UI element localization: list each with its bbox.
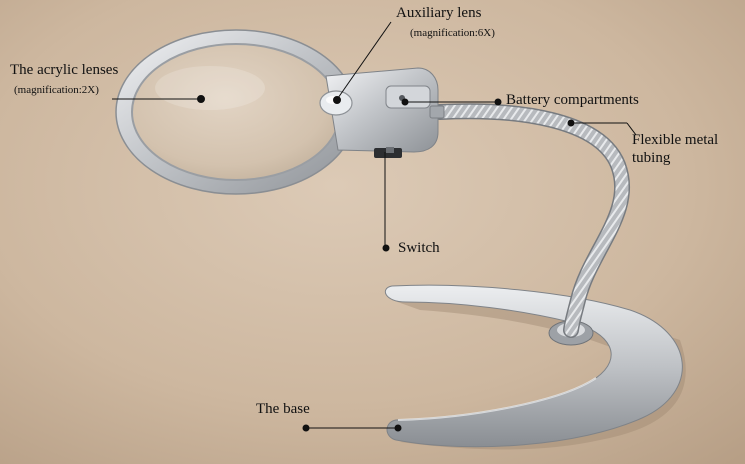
battery-compartment [385, 85, 431, 109]
label-acrylic-lenses: The acrylic lenses [10, 62, 119, 78]
callout-dot-base [302, 424, 310, 432]
callout-line-auxiliary [337, 21, 392, 99]
callout-dot-acrylic [197, 95, 205, 103]
tube-joint [429, 105, 445, 119]
callout-dot-switch [382, 244, 390, 252]
label-auxiliary-lens: Auxiliary lens [396, 5, 482, 21]
label-switch: Switch [398, 240, 440, 256]
acrylic-lens-surface [131, 43, 341, 181]
callout-dot-battery-end [494, 98, 502, 106]
base-highlight [397, 377, 597, 421]
label-the-base: The base [256, 401, 310, 417]
label-flexible-metal: Flexible metal [632, 132, 719, 148]
callout-dot-auxiliary [333, 96, 341, 104]
callout-dot-base-end [394, 424, 402, 432]
callouts [112, 21, 637, 432]
lens-glare [155, 66, 265, 110]
label-tubing: tubing [632, 150, 671, 166]
label-acrylic-magnification: (magnification:2X) [14, 84, 99, 96]
label-auxiliary-magnification: (magnification:6X) [410, 27, 495, 39]
label-battery-compartments: Battery compartments [506, 92, 639, 108]
callout-line-tubing-tail [626, 122, 637, 136]
flexible-tube [433, 104, 629, 337]
switch-knob [386, 147, 394, 153]
callout-dot-battery [401, 98, 409, 106]
callout-dot-tubing [567, 119, 575, 127]
base-body [384, 284, 683, 448]
